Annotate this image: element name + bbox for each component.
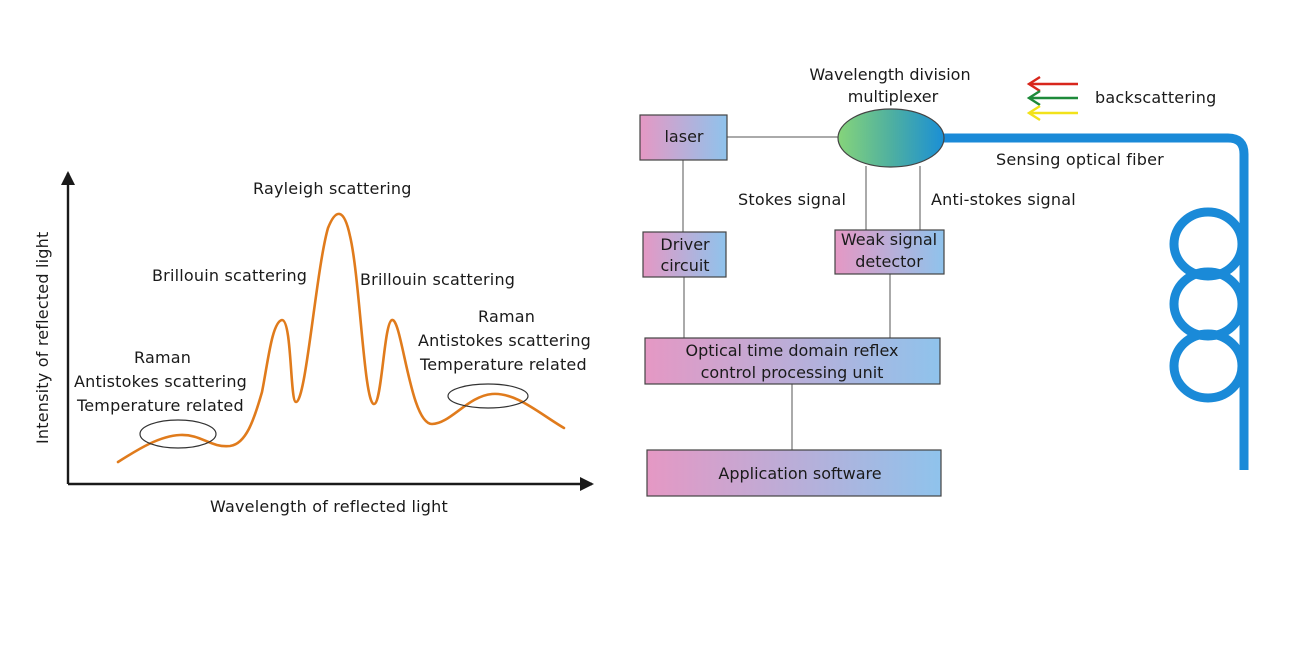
fiber-coil-2: [1169, 267, 1247, 341]
raman-right-line-1: Raman: [478, 307, 535, 326]
backscattering-legend: backscattering: [1026, 75, 1216, 122]
driver-label-line-1: Driver: [660, 235, 710, 254]
backscattering-label: backscattering: [1095, 88, 1216, 107]
raman-left-line-3: Temperature related: [76, 396, 244, 415]
software-label: Application software: [718, 464, 881, 483]
stokes-signal-label: Stokes signal: [738, 190, 846, 209]
wdm-label-line-2: multiplexer: [848, 87, 939, 106]
rayleigh-label: Rayleigh scattering: [253, 179, 412, 198]
scattering-spectrum-curve: [116, 212, 566, 464]
laser-label: laser: [664, 127, 703, 146]
red-arrow-icon: [1026, 75, 1078, 93]
application-software-box: [646, 449, 942, 497]
fiber-coil-3: [1169, 329, 1247, 403]
driver-label-line-2: circuit: [660, 256, 709, 275]
raman-right-highlight: [447, 383, 529, 409]
raman-left-line-1: Raman: [134, 348, 191, 367]
x-axis-label: Wavelength of reflected light: [210, 497, 448, 516]
detector-label-line-1: Weak signal: [841, 230, 937, 249]
brillouin-right-label: Brillouin scattering: [360, 270, 515, 289]
otdr-unit-box: [644, 337, 941, 385]
fiber-coil-1: [1169, 207, 1247, 281]
raman-right-line-3: Temperature related: [419, 355, 587, 374]
raman-left-line-2: Antistokes scattering: [74, 372, 247, 391]
otdr-label-line-2: control processing unit: [701, 363, 884, 382]
otdr-label-line-1: Optical time domain reflex: [685, 341, 898, 360]
driver-circuit-box: [642, 231, 727, 278]
wdm-ellipse: [837, 108, 945, 168]
wdm-label-line-1: Wavelength division: [809, 65, 970, 84]
raman-left-highlight: [139, 419, 217, 449]
detector-label-line-2: detector: [855, 252, 923, 271]
laser-box: [639, 114, 728, 161]
sensing-fiber-label: Sensing optical fiber: [996, 150, 1164, 169]
brillouin-left-label: Brillouin scattering: [152, 266, 307, 285]
system-diagram: Wavelength division multiplexer laser Dr…: [639, 65, 1249, 497]
yellow-arrow-icon: [1026, 104, 1078, 122]
green-arrow-icon: [1026, 89, 1078, 107]
weak-signal-detector-box: [834, 229, 945, 275]
anti-stokes-signal-label: Anti-stokes signal: [931, 190, 1076, 209]
sensing-optical-fiber: [940, 133, 1249, 470]
raman-right-line-2: Antistokes scattering: [418, 331, 591, 350]
spectrum-plot: Wavelength of reflected light Intensity …: [33, 171, 594, 516]
y-axis-label: Intensity of reflected light: [33, 232, 52, 444]
